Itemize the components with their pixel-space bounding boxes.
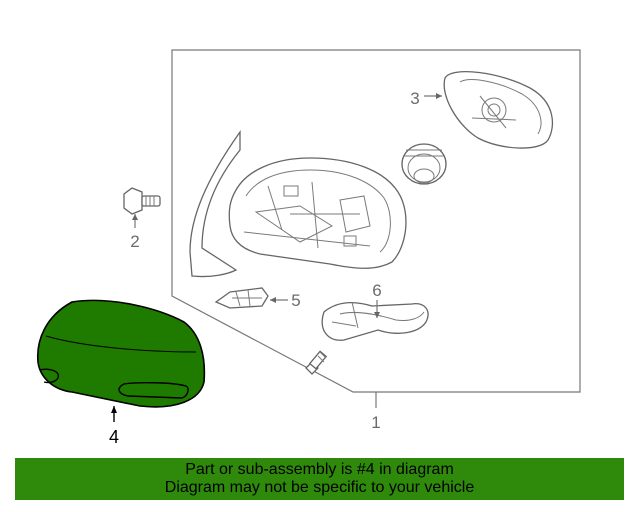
arrow-head-5 — [270, 297, 276, 303]
screw-part — [305, 350, 328, 375]
clip-part — [214, 287, 269, 309]
callout-2: 2 — [130, 232, 139, 251]
mirror-cover-part-highlighted — [36, 299, 206, 408]
info-banner: Part or sub-assembly is #4 in diagram Di… — [15, 458, 624, 500]
banner-line-1: Part or sub-assembly is #4 in diagram — [185, 461, 454, 478]
arrow-head-2 — [132, 214, 138, 220]
arrow-head-6 — [374, 312, 380, 318]
banner-line-2: Diagram may not be specific to your vehi… — [164, 479, 475, 496]
callout-4: 4 — [109, 427, 119, 447]
callout-5: 5 — [291, 291, 300, 310]
assembly-outline — [171, 49, 581, 393]
mirror-glass-part — [443, 71, 554, 149]
turn-signal-part — [321, 301, 429, 341]
callout-6: 6 — [372, 281, 381, 300]
mirror-housing — [189, 129, 407, 278]
callout-3: 3 — [410, 89, 419, 108]
bolt-part — [123, 187, 161, 215]
arrow-head-3 — [436, 93, 442, 99]
callout-1: 1 — [371, 413, 380, 432]
mirror-motor — [401, 143, 447, 185]
arrow-head-4 — [111, 406, 117, 413]
